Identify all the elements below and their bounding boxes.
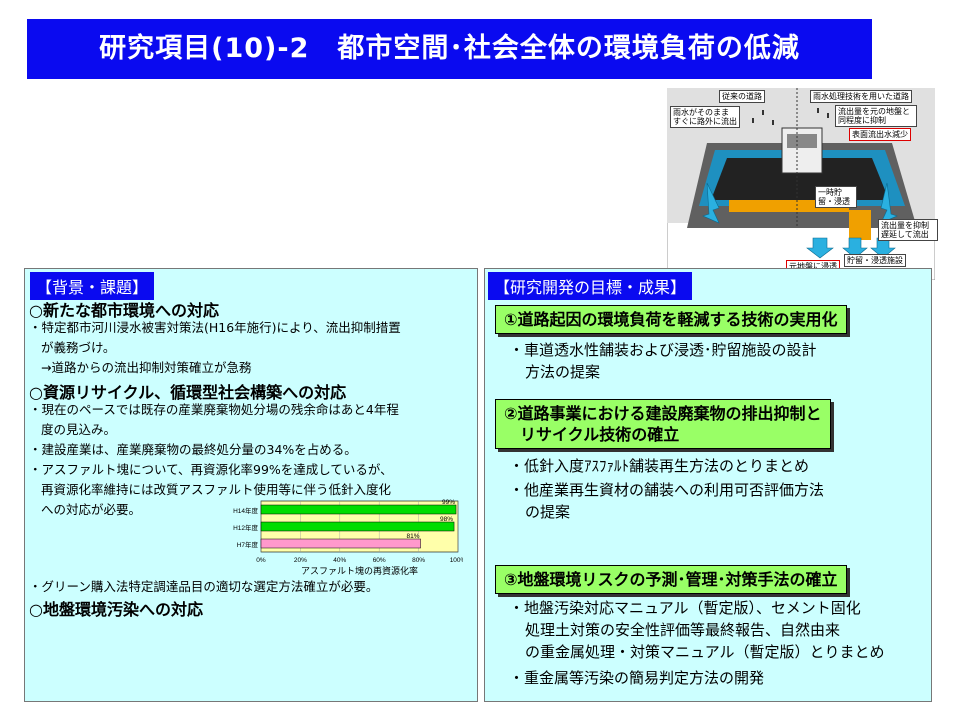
label-new-road: 雨水処理技術を用いた道路 (810, 90, 912, 103)
result-line: ・地盤汚染対応マニュアル（暫定版）、セメント固化 (509, 599, 861, 617)
goal-box-3: ③地盤環境リスクの予測･管理･対策手法の確立 (495, 565, 847, 594)
result-line: 方法の提案 (525, 363, 601, 381)
chart-tick-label: 100% (450, 557, 463, 564)
result-line: の提案 (525, 503, 571, 521)
goals-results-panel: 【研究開発の目標・成果】 ①道路起因の環境負荷を軽減する技術の実用化 ・車道透水… (484, 268, 932, 702)
page-title: 研究項目(10)-2 都市空間･社会全体の環境負荷の低減 (27, 19, 872, 79)
result-line: ・他産業再生資材の舗装への利用可否評価方法 (509, 481, 825, 499)
result-line: ・低針入度ｱｽﾌｧﾙﾄ舗装再生方法のとりまとめ (509, 457, 810, 475)
heading-urban-environment: ○新たな都市環境への対応 (29, 301, 219, 320)
text-line: ・特定都市河川浸水被害対策法(H16年施行)により、流出抑制措置 (29, 320, 401, 335)
panel-tag-background: 【背景・課題】 (30, 272, 155, 300)
text-line: が義務づけ。 (41, 340, 116, 355)
label-surface-reduce: 表面流出水減少 (849, 128, 911, 141)
goal-box-2-line2: リサイクル技術の確立 (520, 425, 680, 444)
chart-bar (260, 521, 455, 532)
label-conventional-road: 従来の道路 (719, 90, 765, 103)
chart-tick-label: 20% (294, 557, 307, 564)
label-runoff-left: 雨水がそのまま すぐに路外に流出 (670, 106, 740, 128)
chart-data-label: 99% (442, 499, 455, 506)
result-line: 処理土対策の安全性評価等最終報告、自然由来 (525, 621, 841, 639)
label-facility: 貯留・浸透施設 (844, 254, 906, 267)
chart-data-label: 98% (440, 516, 453, 523)
heading-recycling: ○資源リサイクル、循環型社会構築への対応 (29, 383, 347, 402)
text-line: ・グリーン購入法特定調達品目の適切な選定方法確立が必要。 (29, 579, 379, 594)
text-line: →道路からの流出抑制対策確立が急務 (41, 360, 252, 375)
label-suppress: 流出量を元の地盤と同程度に抑制 (835, 105, 917, 127)
chart-tick-label: 0% (256, 557, 266, 564)
road-drainage-diagram: 従来の道路 雨水処理技術を用いた道路 雨水がそのまま すぐに路外に流出 流出量を… (667, 88, 938, 280)
goal-box-2-line1: ②道路事業における建設廃棄物の排出抑制と (504, 404, 822, 423)
chart-category-label: H14年度 (233, 506, 258, 515)
recycling-rate-chart: 0% 20% 40% 60% 80% 100% H14年度 99% H12年度 98% H7年度 81… (233, 499, 463, 575)
chart-tick-label: 60% (373, 557, 386, 564)
chart-bar (260, 504, 457, 515)
result-line: の重金属処理・対策マニュアル（暫定版）とりまとめ (525, 643, 885, 661)
text-line: への対応が必要。 (41, 502, 142, 517)
text-line: ・現在のペースでは既存の産業廃棄物処分場の残余命はあと4年程 (29, 402, 399, 417)
chart-category-label: H12年度 (233, 523, 258, 532)
chart-tick-label: 80% (412, 557, 425, 564)
chart-data-label: 81% (407, 533, 420, 540)
chart-bar (260, 538, 421, 549)
label-delay: 流出量を抑制 遅延して流出 (878, 219, 938, 241)
result-line: ・重金属等汚染の簡易判定方法の開発 (509, 669, 765, 687)
text-line: ・アスファルト塊について、再資源化率99%を達成しているが、 (29, 462, 393, 477)
goal-box-2: ②道路事業における建設廃棄物の排出抑制と リサイクル技術の確立 (495, 399, 831, 449)
goal-box-1: ①道路起因の環境負荷を軽減する技術の実用化 (495, 305, 847, 334)
chart-tick-label: 40% (333, 557, 346, 564)
result-line: ・車道透水性舗装および浸透･貯留施設の設計 (509, 341, 817, 359)
chart-x-axis-label: アスファルト塊の再資源化率 (301, 565, 418, 575)
text-line: 度の見込み。 (41, 422, 117, 437)
heading-ground-pollution: ○地盤環境汚染への対応 (29, 600, 203, 619)
text-line: ・建設産業は、産業廃棄物の最終処分量の34%を占める。 (29, 442, 357, 457)
label-temp-storage: 一時貯留・浸透 (815, 186, 857, 208)
text-line: 再資源化率維持には改質アスファルト使用等に伴う低針入度化 (41, 482, 392, 497)
panel-tag-goals: 【研究開発の目標・成果】 (488, 272, 693, 300)
chart-category-label: H7年度 (237, 540, 259, 549)
background-issues-panel: 【背景・課題】 ○新たな都市環境への対応 ・特定都市河川浸水被害対策法(H16年… (24, 268, 478, 702)
